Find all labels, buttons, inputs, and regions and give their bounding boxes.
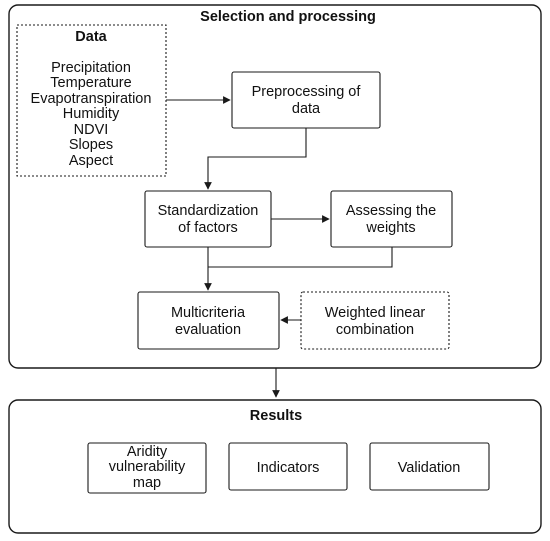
standardization-box bbox=[144, 190, 272, 248]
weighted-linear-combination-box bbox=[300, 291, 450, 350]
aridity-map-box bbox=[87, 442, 207, 494]
data-item-precipitation: Precipitation bbox=[51, 60, 131, 76]
wlc-label-line1: Weighted linear bbox=[325, 305, 426, 321]
data-item-ndvi: NDVI bbox=[74, 122, 109, 138]
preprocessing-box bbox=[231, 71, 381, 129]
data-item-humidity: Humidity bbox=[63, 106, 120, 122]
arrow-preprocessing-to-standardization bbox=[204, 128, 307, 190]
indicators-label: Indicators bbox=[257, 460, 320, 476]
multicriteria-box bbox=[137, 291, 280, 350]
assessing-weights-label-line2: weights bbox=[365, 220, 415, 236]
standardization-label-line1: Standardization bbox=[158, 203, 259, 219]
preprocessing-label-line2: data bbox=[292, 101, 321, 117]
validation-box bbox=[369, 442, 490, 491]
standardization-label-line2: of factors bbox=[178, 220, 238, 236]
selection-panel-title: Selection and processing bbox=[200, 9, 376, 25]
aridity-label-line2: vulnerability bbox=[109, 459, 186, 475]
assessing-weights-label-line1: Assessing the bbox=[346, 203, 436, 219]
data-item-evapotranspiration: Evapotranspiration bbox=[31, 91, 152, 107]
indicators-box bbox=[228, 442, 348, 491]
validation-label: Validation bbox=[398, 460, 461, 476]
preprocessing-label-line1: Preprocessing of bbox=[252, 84, 362, 100]
multicriteria-label-line2: evaluation bbox=[175, 322, 241, 338]
aridity-label-line1: Aridity bbox=[127, 444, 168, 460]
multicriteria-label-line1: Multicriteria bbox=[171, 305, 246, 321]
aridity-label-line3: map bbox=[133, 475, 161, 491]
assessing-weights-box bbox=[330, 190, 453, 248]
results-panel-title: Results bbox=[250, 408, 302, 424]
data-item-temperature: Temperature bbox=[50, 75, 131, 91]
connector-weights-to-multicriteria bbox=[208, 247, 393, 268]
data-box bbox=[16, 24, 167, 177]
data-item-slopes: Slopes bbox=[69, 137, 113, 153]
data-box-title: Data bbox=[75, 29, 107, 45]
wlc-label-line2: combination bbox=[336, 322, 414, 338]
data-item-aspect: Aspect bbox=[69, 153, 113, 169]
